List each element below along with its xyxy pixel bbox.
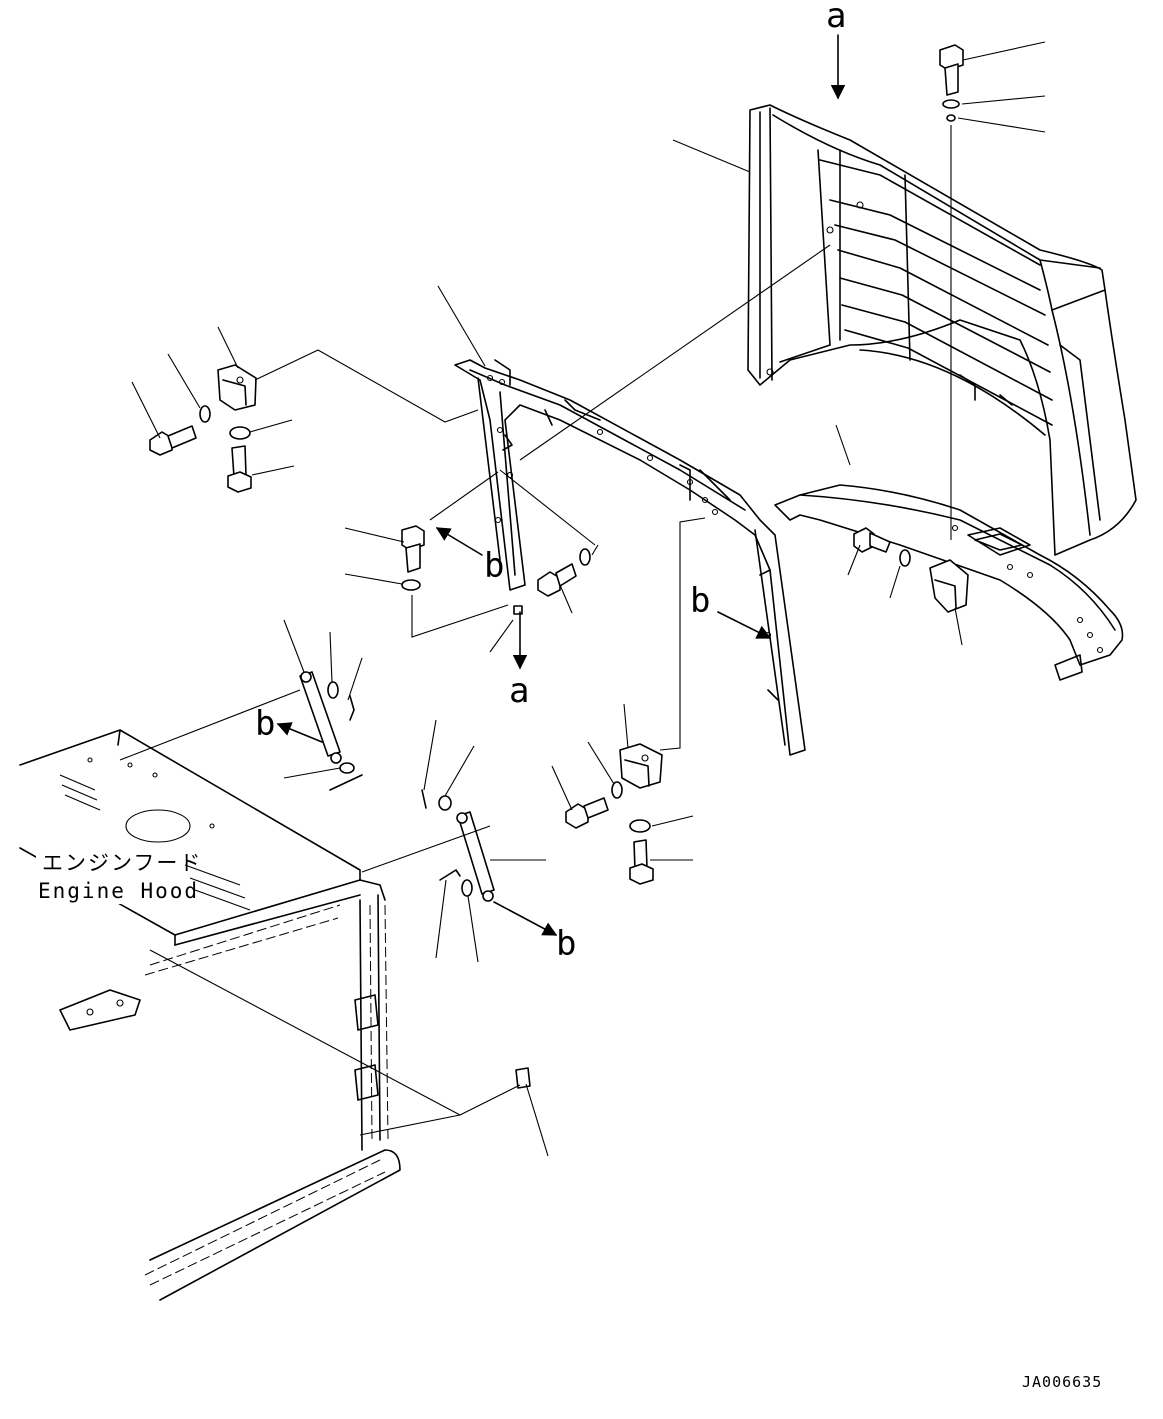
caption-english: Engine Hood [38,879,199,903]
view-label-a-center: a [509,671,529,711]
front-cover [747,104,1137,556]
hinge-left [217,364,257,411]
washer-icon [579,548,591,566]
bolt-icon [149,425,197,456]
washer-icon [438,795,452,811]
view-label-b-left: b [255,704,275,744]
view-label-group: a a b b b b [255,0,846,964]
cotter-pin-icon [421,789,427,809]
bolt-icon [565,797,609,829]
cotter-pin-icon [439,869,461,881]
hinge-right [929,559,969,613]
washer-icon [899,549,911,567]
washer-icon [339,762,355,774]
washer-icon [461,879,473,897]
caption-japanese: エンジンフード [42,851,202,875]
rubber-cap-icon [515,1067,531,1089]
arrow-icon [276,722,323,743]
washer-icon [629,819,651,833]
view-label-b-bottom: b [556,924,576,964]
arrow-icon [435,527,483,556]
arrow-icon [493,901,558,936]
leader-lines [131,41,1046,1157]
washer-icon [229,426,251,440]
gas-spring-icon [457,811,495,895]
washer-icon [946,114,956,122]
bolt-icon [401,525,425,573]
louvers [766,149,1053,436]
washer-icon [327,681,339,699]
hinge-icon [619,743,663,789]
fasteners [149,44,964,885]
bolt-icon [853,527,891,553]
gas-spring-center [421,789,495,902]
washer-icon [942,99,960,109]
support-frame [454,359,806,756]
hinge-icon [929,559,969,613]
cotter-pin-icon [329,774,363,791]
bolt-icon [227,445,252,493]
washer-icon [611,781,623,799]
hinge-icon [217,364,257,411]
view-arrows [276,34,846,936]
bolt-icon [537,563,577,597]
arrow-icon [717,611,772,639]
gas-spring-left [299,671,363,791]
engine-hood [19,729,401,1301]
connector-lines [119,125,952,1136]
bolt-icon [629,839,654,885]
view-label-b-right: b [690,581,710,621]
nut-icon [513,605,523,615]
cotter-pin-icon [349,695,355,721]
view-label-b-center: b [484,546,504,586]
washer-icon [401,579,421,591]
engine-hood-caption: エンジンフード Engine Hood [36,850,202,904]
washer-icon [199,405,211,423]
bolt-icon [939,44,964,96]
hinge-center [619,743,663,789]
view-label-a-top: a [826,0,846,36]
drawing-code: JA006635 [1022,1373,1102,1391]
